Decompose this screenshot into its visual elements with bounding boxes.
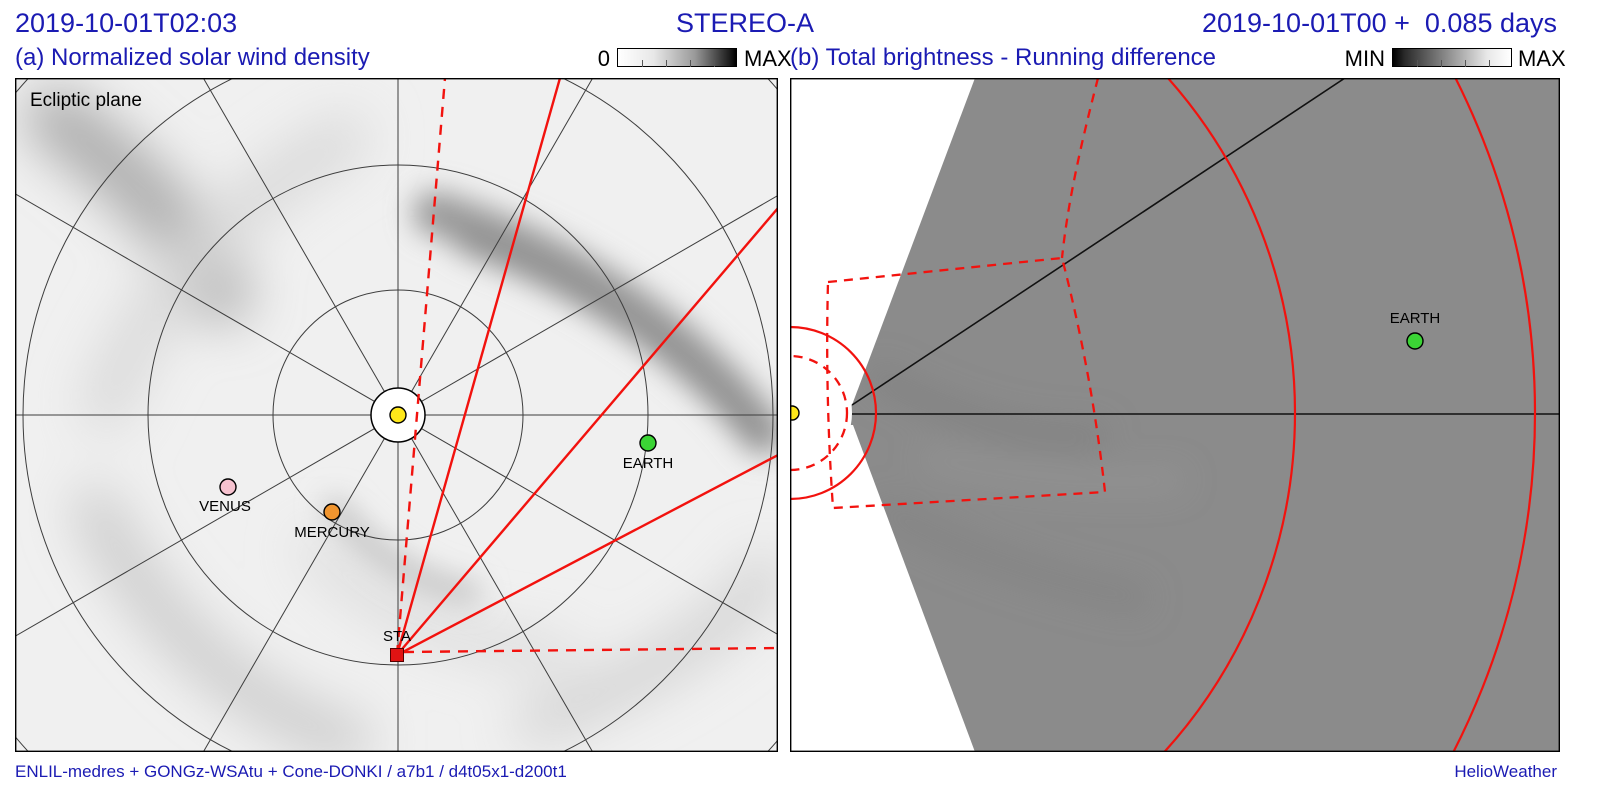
density-band-dark (413, 191, 778, 455)
earth-label-b: EARTH (1390, 310, 1441, 327)
cme-dashed-arc-top (1060, 78, 1100, 259)
colorbar-tick (642, 60, 643, 67)
sta-label: STA (383, 628, 411, 645)
spacecraft-title: STEREO-A (675, 8, 815, 38)
streak (921, 449, 1184, 491)
colorbar-b-max-label: MAX (1518, 46, 1566, 71)
credit: HelioWeather (1454, 762, 1557, 781)
venus-marker (219, 478, 237, 496)
cme-cone-dashed-line-up (395, 78, 447, 656)
density-band (516, 554, 778, 742)
colorbar-tick (1489, 60, 1490, 67)
earth-marker-b (1406, 332, 1424, 350)
streak (875, 498, 1150, 613)
sta-overlays (395, 78, 778, 657)
panel-a-title: (a) Normalized solar wind density (15, 44, 370, 71)
timestamp-left: 2019-10-01T02:03 (15, 8, 238, 38)
model-info: ENLIL-medres + GONGz-WSAtu + Cone-DONKI … (15, 762, 567, 781)
density-band-dark (455, 233, 760, 443)
cme-dashed-cone-outline (826, 256, 1107, 510)
sun-marker-b (790, 405, 800, 421)
density-shading (25, 88, 778, 752)
cme-dashed-arc-occulter (790, 354, 849, 472)
panel-b-border (790, 78, 1560, 752)
brightness-streaks (867, 365, 1184, 613)
fov-outside-top (790, 78, 975, 405)
colorbar-a-min-label: 0 (597, 46, 610, 71)
colorbar-a-max-label: MAX (744, 46, 792, 71)
fov-line-3 (396, 453, 778, 657)
fov-line-2 (396, 207, 778, 656)
panel-b-title: (b) Total brightness - Running differenc… (790, 44, 1217, 71)
colorbar-tick (666, 60, 667, 67)
panel-a-density-map: VENUS MERCURY EARTH STA Ecliptic plane (15, 78, 778, 752)
fov-edge-line (851, 78, 1346, 406)
density-band (82, 115, 368, 431)
sun-marker (389, 406, 407, 424)
ecliptic-plane-label: Ecliptic plane (30, 90, 142, 111)
earth-marker (639, 434, 657, 452)
colorbar-a (617, 48, 737, 67)
density-band (300, 533, 575, 668)
colorbar-tick (1417, 60, 1418, 67)
elongation-arc-small (790, 325, 878, 501)
timestamp-right: 2019-10-01T00 + 0.085 days (1201, 8, 1557, 38)
mercury-label: MERCURY (294, 524, 370, 541)
colorbar-tick (1465, 60, 1466, 67)
elongation-arc-mid (1162, 78, 1296, 752)
panel-a-border (15, 78, 778, 752)
venus-label: VENUS (199, 498, 251, 515)
earth-label-a: EARTH (623, 455, 674, 472)
fov-line-1 (395, 78, 562, 656)
streak (867, 365, 1108, 450)
density-shading-dark (324, 191, 778, 604)
colorbar-tick (690, 60, 691, 67)
elongation-arc-far (1452, 78, 1536, 752)
colorbar-tick (714, 60, 715, 67)
density-band (74, 487, 371, 752)
density-band-dark (324, 497, 481, 604)
sta-marker (390, 648, 404, 662)
mercury-marker (323, 503, 341, 521)
colorbar-tick (1441, 60, 1442, 67)
panel-b-brightness-map: EARTH (790, 78, 1560, 752)
cme-cone-dashed-line-right (403, 646, 778, 654)
colorbar-b-min-label: MIN (1344, 46, 1385, 71)
colorbar-b (1392, 48, 1512, 67)
